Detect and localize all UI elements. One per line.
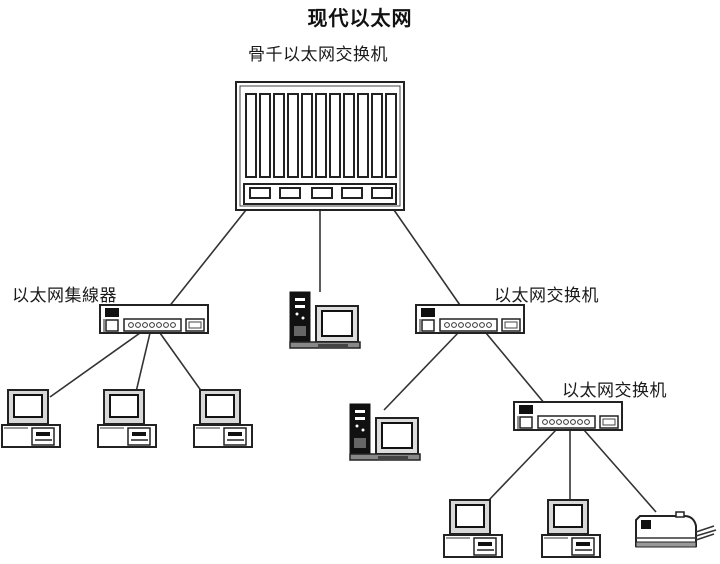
desktop-computer-icon-3 (193, 389, 253, 448)
desktop-computer-icon-2 (97, 389, 157, 448)
link-hub-pc1 (49, 332, 141, 398)
link-hub-pc2 (135, 332, 151, 393)
desktop-computer-icon-5 (541, 499, 601, 558)
ethernet-hub (99, 304, 209, 334)
backbone-switch (235, 81, 405, 211)
server-computer-icon (289, 291, 361, 349)
link-backbone-switch1 (393, 209, 463, 309)
label-switch-2: 以太网交换机 (562, 381, 667, 401)
link-backbone-hub (167, 209, 247, 309)
link-hub-pc3 (159, 332, 203, 393)
desktop-computer-icon-4 (443, 499, 503, 558)
desktop-computer-icon-1 (1, 389, 61, 448)
label-hub: 以太网集線器 (12, 286, 117, 306)
printer-icon (635, 511, 717, 548)
diagram-title: 现代以太网 (307, 6, 413, 30)
link-switch2-printer (583, 429, 657, 513)
label-switch-1: 以太网交换机 (494, 286, 599, 306)
tower-computer-icon (349, 403, 421, 461)
ethernet-switch-2 (513, 401, 623, 431)
ethernet-switch-1 (415, 304, 525, 334)
link-switch1-switch2 (485, 332, 546, 405)
link-switch2-pc4 (487, 429, 557, 502)
link-switch1-tower2 (383, 332, 459, 411)
label-backbone-switch: 骨千以太网交换机 (248, 45, 388, 65)
